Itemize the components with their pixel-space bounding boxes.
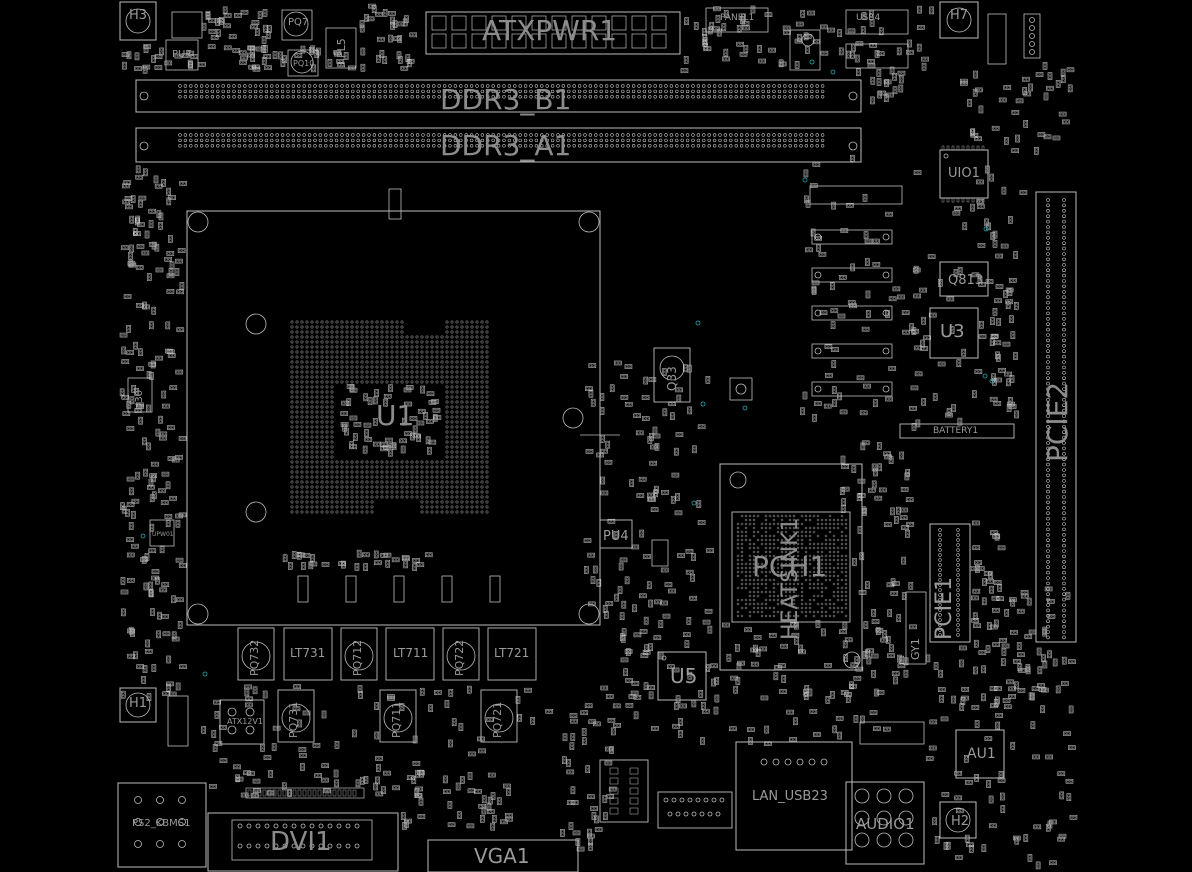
- label-pq721: PQ721: [492, 702, 503, 738]
- label-pq711: PQ711: [391, 702, 402, 738]
- label-u1: U1: [376, 402, 414, 430]
- label-h2: H2: [951, 815, 969, 828]
- label-battery1: BATTERY1: [933, 427, 978, 436]
- label-vga1: VGA1: [474, 846, 530, 866]
- label-pq7: PQ7: [288, 18, 308, 28]
- label-u5: U5: [670, 666, 697, 686]
- label-atxpwr1: ATXPWR1: [482, 17, 617, 45]
- label-h3: H3: [129, 9, 147, 22]
- label-pcie2: PCIE2: [1044, 382, 1072, 462]
- label-ps2-kbms1: PS2_KBMS1: [132, 819, 191, 829]
- label-pq10: PQ10: [293, 60, 314, 68]
- label-pl5: PL5: [336, 38, 347, 58]
- label-pq732: PQ732: [249, 640, 260, 676]
- label-panel1: PANEL1: [720, 14, 754, 23]
- label-atx12v1: ATX12V1: [227, 718, 263, 726]
- label-pcie1: PCIE1: [934, 577, 956, 640]
- label-pu4: PU4: [603, 530, 629, 543]
- label-ddr3-b1: DDR3_B1: [440, 86, 571, 114]
- label-u30: U30: [135, 390, 145, 410]
- label-u3: U3: [940, 323, 965, 341]
- label-audio1: AUDIO1: [856, 817, 915, 832]
- label-uio1: UIO1: [948, 167, 980, 180]
- label-lt731: LT731: [290, 647, 325, 659]
- label-h7: H7: [950, 9, 968, 22]
- label-lt711: LT711: [393, 647, 428, 659]
- label-h1: H1: [129, 697, 147, 710]
- label-lt721: LT721: [494, 647, 529, 659]
- label-upw01: UPW01: [152, 532, 174, 538]
- label-q33: Q33: [666, 366, 678, 391]
- label-usb4: USB4: [856, 14, 880, 23]
- label-pq731: PQ731: [288, 702, 299, 738]
- label-au1: AU1: [967, 747, 996, 761]
- label-lan-usb23: LAN_USB23: [752, 790, 828, 803]
- label-ddr3-a1: DDR3_A1: [440, 132, 571, 160]
- label-pq712: PQ712: [352, 640, 363, 676]
- label-q813: Q813: [948, 274, 983, 287]
- label-pu7: PU7: [172, 50, 192, 60]
- label-gy1: GY1: [910, 638, 921, 660]
- label-pq722: PQ722: [454, 640, 465, 676]
- label-heatsink1: HEATSINK1: [780, 517, 802, 640]
- label-dvi1: DVI1: [270, 829, 332, 855]
